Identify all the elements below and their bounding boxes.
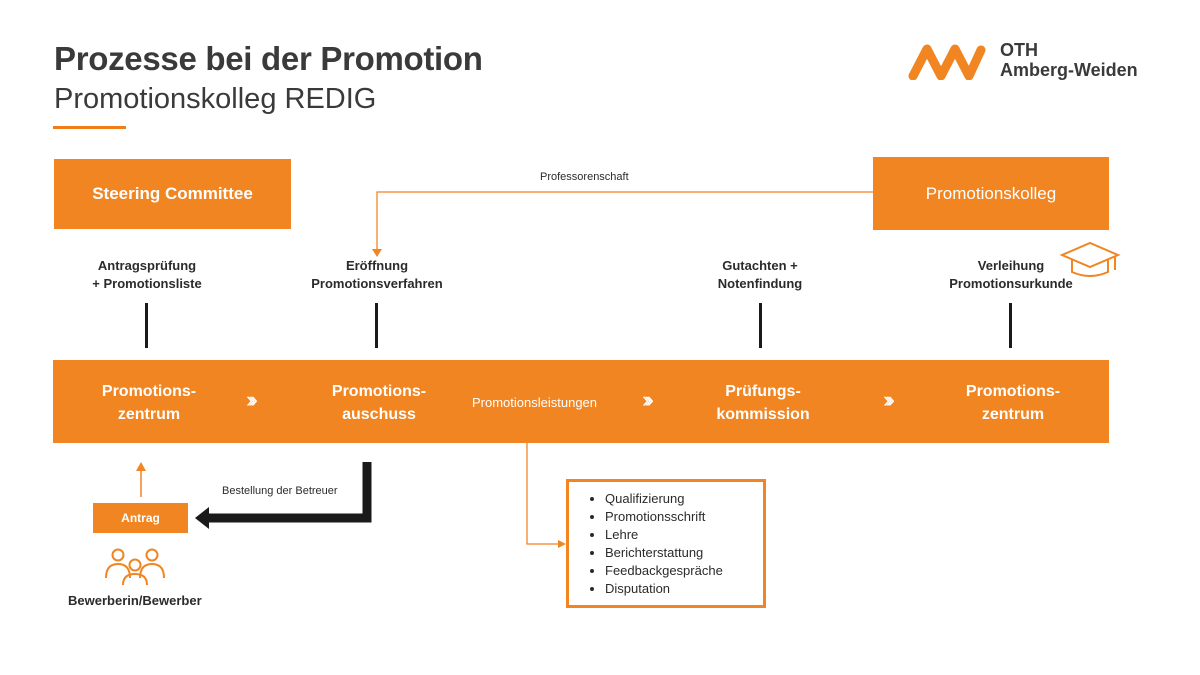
title-underline (53, 126, 126, 129)
logo-line-1: OTH (1000, 40, 1038, 60)
milestone-tick-1 (145, 303, 148, 348)
milestone-3-line2: Notenfindung (717, 276, 803, 291)
milestone-2-line1: Eröffnung (345, 258, 409, 273)
professorenschaft-arrowhead (372, 249, 382, 257)
logo-text: OTH Amberg-Weiden (1000, 40, 1138, 80)
milestone-tick-3 (759, 303, 762, 348)
steering-committee-box: Steering Committee (54, 159, 291, 229)
betreuer-label: Bestellung der Betreuer (222, 485, 338, 497)
oth-logo-icon (908, 44, 986, 80)
professorenschaft-label: Professorenschaft (540, 171, 629, 183)
list-item: Qualifizierung (605, 490, 763, 508)
milestone-tick-2 (375, 303, 378, 348)
milestone-4-line2: Promotionsurkunde (949, 276, 1073, 291)
process-bar (53, 360, 1109, 443)
milestone-tick-4 (1009, 303, 1012, 348)
applicant-group-icon (105, 548, 165, 586)
leistungen-connector (526, 443, 560, 545)
chevron-right-icon: ››› (246, 387, 258, 412)
graduation-cap-icon (1059, 241, 1121, 277)
stage-1-line1: Promotions- (101, 383, 197, 400)
stage-3-line2: kommission (716, 406, 810, 423)
antrag-box: Antrag (93, 503, 188, 533)
promotionskolleg-box: Promotionskolleg (873, 157, 1109, 230)
chevron-right-icon: ››› (883, 387, 895, 412)
stage-1-line2: zentrum (117, 406, 181, 423)
betreuer-arrowhead (195, 507, 209, 529)
milestone-label-antragspruefung: Antragsprüfung + Promotionsliste (92, 257, 201, 293)
list-item: Disputation (605, 580, 763, 598)
leistungen-list-box: Qualifizierung Promotionsschrift Lehre B… (566, 479, 766, 608)
stage-2-line2: auschuss (342, 406, 416, 423)
promotionsleistungen-label: Promotionsleistungen (472, 395, 598, 410)
milestone-1-line1: Antragsprüfung (97, 258, 197, 273)
antrag-up-arrowhead (136, 462, 146, 471)
leistungen-arrowhead (558, 540, 566, 548)
list-item: Feedbackgespräche (605, 562, 763, 580)
betreuer-arrow (207, 462, 372, 523)
stage-2-line1: Promotions- (331, 383, 427, 400)
stage-pruefungskommission: Prüfungs- kommission (716, 380, 809, 426)
page-title: Prozesse bei der Promotion (54, 40, 483, 77)
stage-4-line2: zentrum (981, 406, 1045, 423)
stage-3-line1: Prüfungs- (725, 383, 801, 400)
stage-promotionszentrum-1: Promotions- zentrum (102, 380, 196, 426)
stage-promotionsauschuss: Promotions- auschuss (332, 380, 426, 426)
milestone-3-line1: Gutachten + (722, 258, 798, 273)
milestone-label-gutachten: Gutachten + Notenfindung (718, 257, 802, 293)
logo-line-2: Amberg-Weiden (1000, 60, 1138, 80)
milestone-label-verleihung: Verleihung Promotionsurkunde (949, 257, 1073, 293)
milestone-4-line1: Verleihung (977, 258, 1045, 273)
list-item: Promotionsschrift (605, 508, 763, 526)
milestone-2-line2: Promotionsverfahren (311, 276, 443, 291)
milestone-label-eroeffnung: Eröffnung Promotionsverfahren (311, 257, 442, 293)
stage-4-line1: Promotions- (965, 383, 1061, 400)
list-item: Berichterstattung (605, 544, 763, 562)
page-subtitle: Promotionskolleg REDIG (54, 83, 377, 115)
milestone-1-line2: + Promotionsliste (92, 276, 202, 291)
chevron-right-icon: ››› (642, 387, 654, 412)
professorenschaft-connector (376, 191, 873, 252)
leistungen-list: Qualifizierung Promotionsschrift Lehre B… (569, 482, 763, 598)
applicant-label: Bewerberin/Bewerber (68, 593, 202, 608)
list-item: Lehre (605, 526, 763, 544)
stage-promotionszentrum-2: Promotions- zentrum (966, 380, 1060, 426)
